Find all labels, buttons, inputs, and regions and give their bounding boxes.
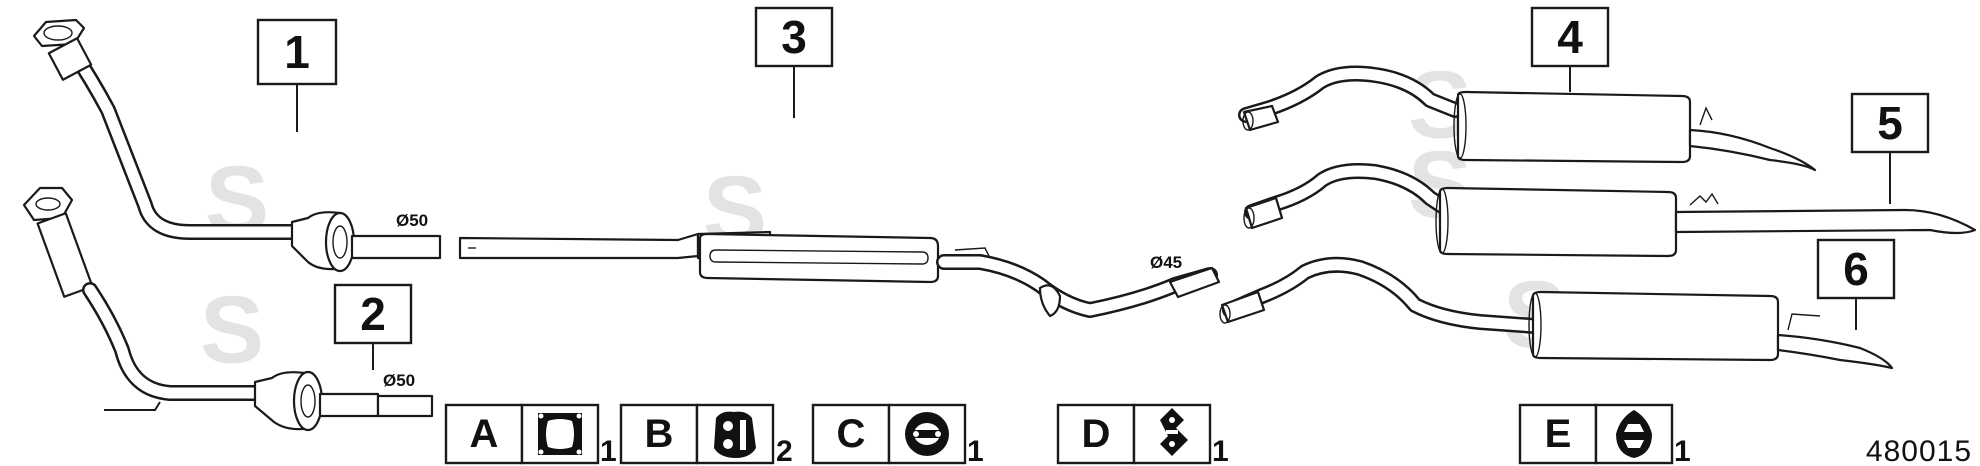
- callout-3-number: 3: [781, 11, 807, 63]
- kit-b-letter: B: [645, 412, 674, 456]
- part-5-rear-silencer[interactable]: [1243, 163, 1977, 258]
- fitting-kits: A 1 B 2: [444, 403, 1691, 466]
- callouts: 1 2 3 4 5 6: [256, 6, 1930, 370]
- callout-1[interactable]: 1: [256, 18, 338, 132]
- kit-e-letter: E: [1545, 412, 1572, 456]
- kit-d-quantity: 1: [1212, 435, 1229, 466]
- callout-5[interactable]: 5: [1850, 92, 1930, 204]
- kit-d[interactable]: D 1: [1056, 403, 1229, 466]
- callout-4[interactable]: 4: [1530, 6, 1610, 92]
- rubber-mount-icon: [1616, 410, 1652, 458]
- part-6-rear-silencer[interactable]: [1219, 256, 1894, 370]
- kit-d-letter: D: [1082, 412, 1111, 456]
- callout-6-number: 6: [1843, 243, 1869, 295]
- kit-a-letter: A: [470, 412, 499, 456]
- part-2-front-pipe-catalyst[interactable]: Ø50: [22, 186, 434, 432]
- kit-e[interactable]: E 1: [1518, 403, 1691, 466]
- kit-b-quantity: 2: [776, 435, 793, 466]
- rubber-ring-mount-icon: [905, 412, 949, 456]
- part-3-centre-silencer[interactable]: Ø45: [458, 230, 1221, 318]
- kit-e-quantity: 1: [1674, 435, 1691, 466]
- kit-c-quantity: 1: [967, 435, 984, 466]
- part-2-diameter-label: Ø50: [383, 371, 415, 390]
- callout-5-number: 5: [1877, 97, 1903, 149]
- kit-c-letter: C: [837, 412, 866, 456]
- drawing-code: 480015: [1866, 435, 1972, 466]
- part-3-diameter-label: Ø45: [1150, 253, 1182, 272]
- flange-gasket-icon: [538, 413, 582, 455]
- kit-b[interactable]: B 2: [619, 403, 793, 466]
- callout-1-number: 1: [284, 26, 310, 78]
- pipe-clamp-icon: [1160, 408, 1188, 456]
- callout-6[interactable]: 6: [1816, 238, 1896, 330]
- callout-3[interactable]: 3: [754, 6, 834, 118]
- part-1-diameter-label: Ø50: [396, 211, 428, 230]
- kit-a-quantity: 1: [600, 435, 617, 466]
- callout-2-number: 2: [360, 288, 386, 340]
- watermark: S: [200, 277, 264, 384]
- part-1-front-pipe-catalyst[interactable]: Ø50: [32, 18, 442, 273]
- kit-a[interactable]: A 1: [444, 403, 617, 466]
- kit-c[interactable]: C 1: [811, 403, 984, 466]
- part-4-rear-silencer[interactable]: [1238, 65, 1817, 172]
- callout-4-number: 4: [1557, 11, 1583, 63]
- rubber-hanger-icon: [714, 411, 756, 458]
- callout-2[interactable]: 2: [333, 283, 413, 370]
